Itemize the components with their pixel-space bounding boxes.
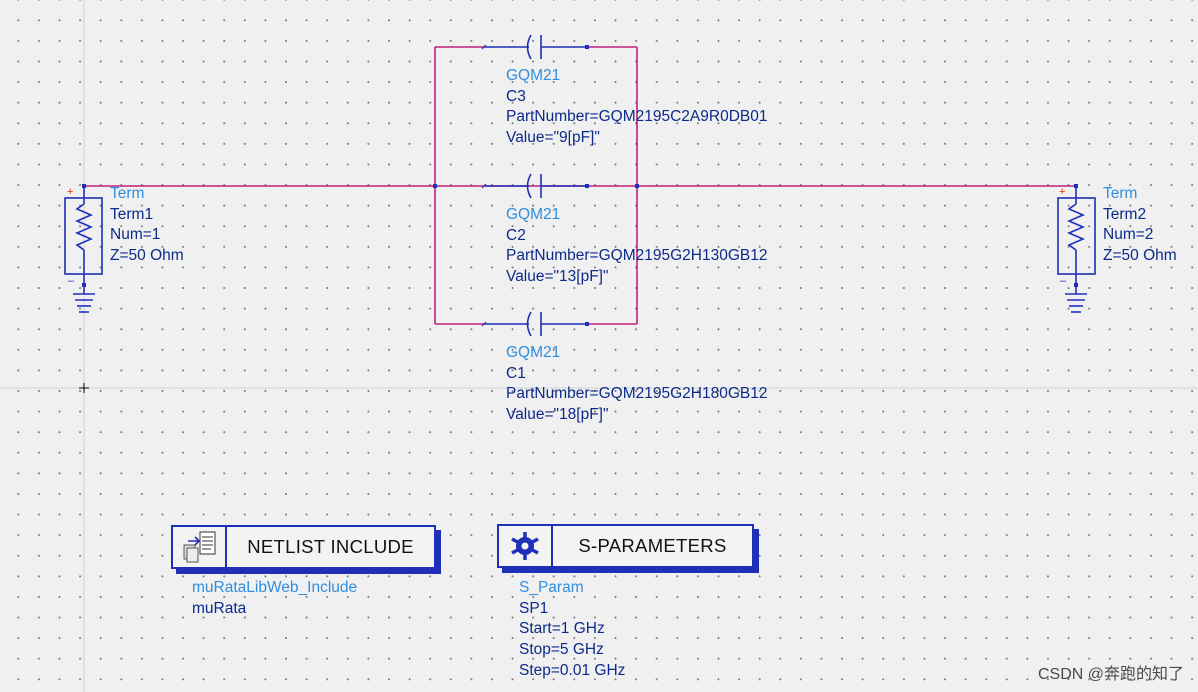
netlist-type: muRataLibWeb_Include	[192, 579, 358, 596]
term2-num: Num=2	[1103, 226, 1154, 244]
term2-type: Term	[1103, 185, 1138, 202]
term1-symbol[interactable]	[64, 184, 103, 313]
sparams-label[interactable]: S_Param SP1 Start=1 GHz Stop=5 GHz Step=…	[519, 578, 625, 681]
term2-plus-sign: +	[1059, 186, 1065, 198]
junction-dots	[433, 184, 639, 188]
c1-label[interactable]: GQM21 C1 PartNumber=GQM2195G2H180GB12 Va…	[506, 343, 767, 426]
netlist-include-title: NETLIST INCLUDE	[247, 536, 414, 557]
capacitor-c1[interactable]	[481, 311, 589, 337]
c3-value: Value="9[pF]"	[506, 129, 600, 147]
term1-label[interactable]: Term Term1 Num=1 Z=50 Ohm	[110, 184, 184, 267]
c1-part-number: PartNumber=GQM2195G2H180GB12	[506, 385, 768, 403]
term1-plus-sign: +	[67, 186, 73, 198]
term2-impedance: Z=50 Ohm	[1103, 247, 1177, 265]
netlist-include-block[interactable]: NETLIST INCLUDE	[171, 525, 436, 569]
sparams-step: Step=0.01 GHz	[519, 661, 626, 679]
term2-symbol[interactable]	[1057, 184, 1096, 313]
netlist-label[interactable]: muRataLibWeb_Include muRata	[192, 578, 357, 619]
s-parameters-title: S-PARAMETERS	[578, 535, 727, 556]
c3-part-number: PartNumber=GQM2195C2A9R0DB01	[506, 108, 768, 126]
term1-name: Term1	[110, 205, 154, 223]
c2-model: GQM21	[506, 206, 561, 223]
c2-name: C2	[506, 226, 526, 244]
gear-network-icon	[499, 526, 553, 566]
sparams-name: SP1	[519, 599, 549, 617]
watermark: CSDN @奔跑的知了	[1037, 666, 1184, 683]
term2-minus-sign: –	[1060, 275, 1067, 287]
c1-value: Value="18[pF]"	[506, 406, 609, 424]
capacitor-c3[interactable]	[481, 34, 589, 60]
term1-minus-sign: –	[68, 275, 75, 287]
netlist-files-icon	[173, 527, 227, 567]
c1-name: C1	[506, 364, 526, 382]
ground-icon	[1065, 293, 1087, 313]
ground-icon	[73, 293, 95, 313]
c2-value: Value="13[pF]"	[506, 268, 609, 286]
term2-label[interactable]: Term Term2 Num=2 Z=50 Ohm	[1103, 184, 1177, 267]
c3-label[interactable]: GQM21 C3 PartNumber=GQM2195C2A9R0DB01 Va…	[506, 66, 767, 149]
sparams-type: S_Param	[519, 579, 584, 596]
term1-impedance: Z=50 Ohm	[110, 247, 184, 265]
c1-model: GQM21	[506, 344, 561, 361]
c3-model: GQM21	[506, 67, 561, 84]
netlist-name: muRata	[192, 599, 247, 617]
sparams-start: Start=1 GHz	[519, 620, 605, 638]
c2-part-number: PartNumber=GQM2195G2H130GB12	[506, 247, 768, 265]
c2-label[interactable]: GQM21 C2 PartNumber=GQM2195G2H130GB12 Va…	[506, 205, 767, 288]
s-parameters-block[interactable]: S-PARAMETERS	[497, 524, 754, 568]
term1-type: Term	[110, 185, 145, 202]
sparams-stop: Stop=5 GHz	[519, 641, 604, 659]
term2-name: Term2	[1103, 205, 1147, 223]
c3-name: C3	[506, 87, 526, 105]
capacitor-c2[interactable]	[481, 173, 589, 199]
term1-num: Num=1	[110, 226, 161, 244]
